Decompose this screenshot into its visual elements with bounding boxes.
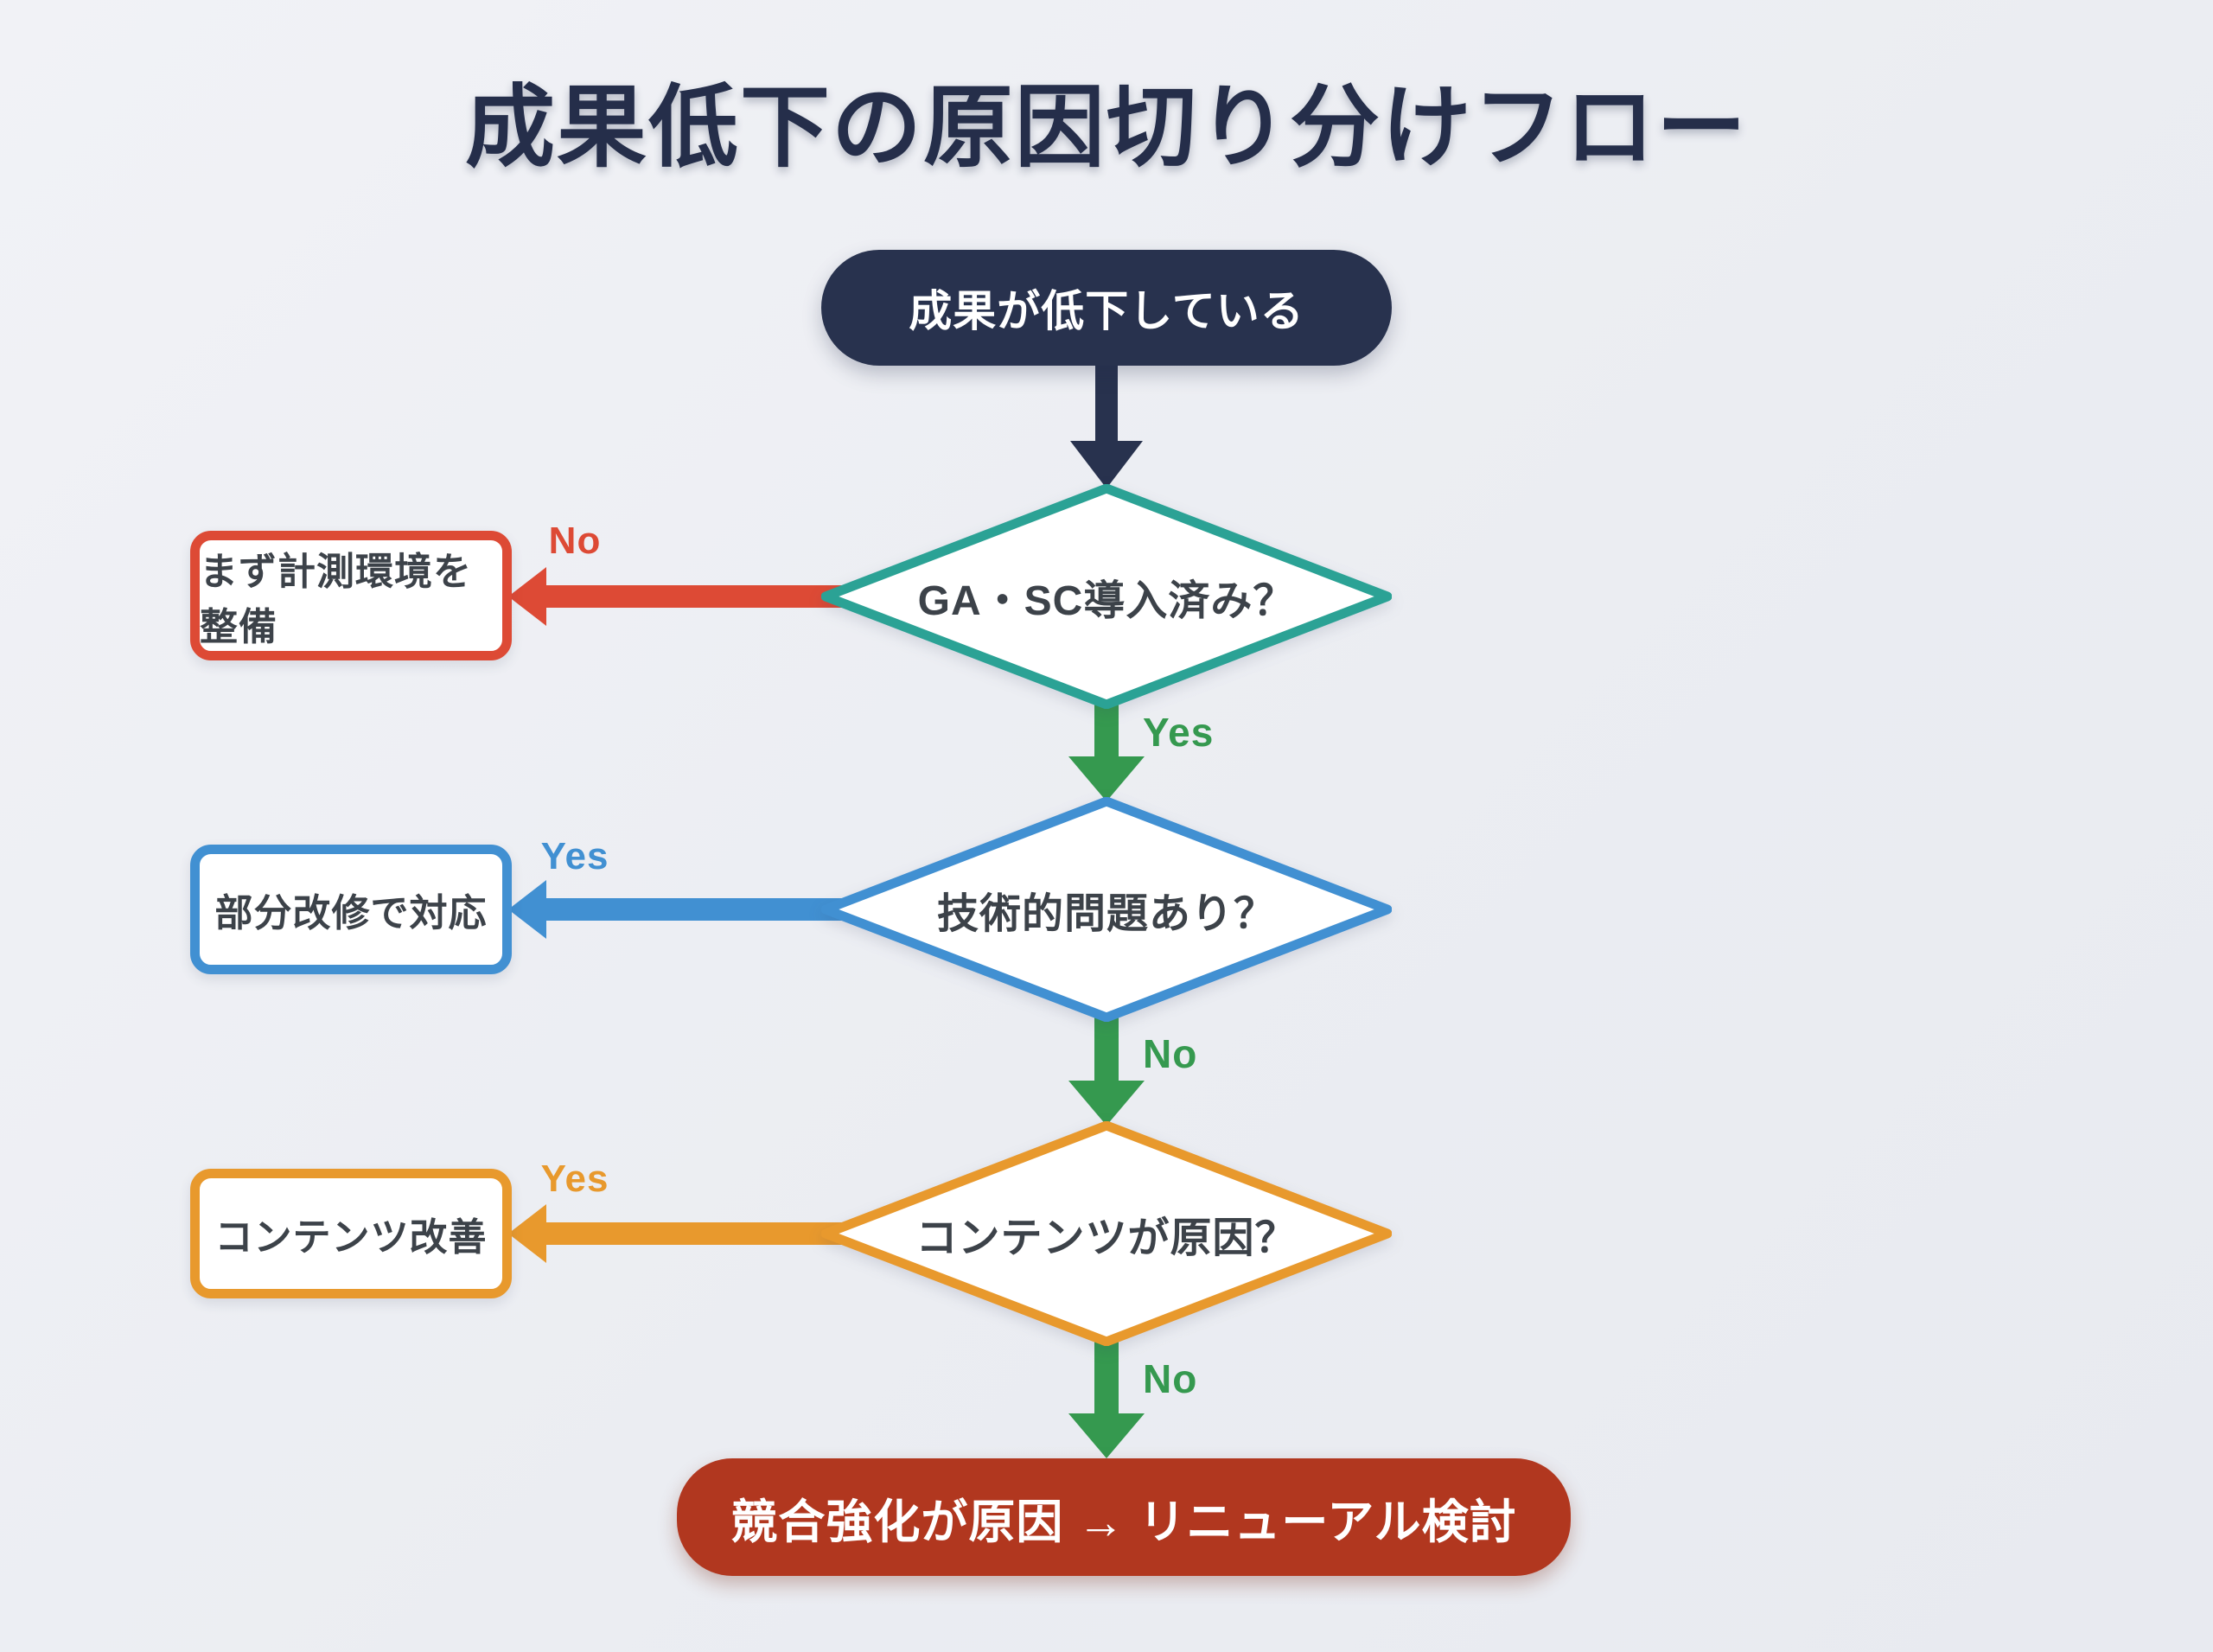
arrow-left-icon xyxy=(508,1204,845,1263)
action3-node: コンテンツ改善 xyxy=(190,1169,512,1298)
action2-node: 部分改修で対応 xyxy=(190,845,512,974)
decision3-diamond-shape xyxy=(821,1121,1392,1346)
decision3-no-label: No xyxy=(1143,1356,1198,1401)
action1-label: まず計測環境を整備 xyxy=(200,551,472,648)
decision2-yes-label: Yes xyxy=(540,835,609,877)
decision2-label: 技術的問題あり？ xyxy=(936,891,1276,937)
arrow-down-icon xyxy=(1070,366,1143,488)
decision3-label: コンテンツが原因？ xyxy=(915,1215,1298,1261)
decision3-node: コンテンツが原因？ xyxy=(821,1121,1392,1346)
action1-node: まず計測環境を整備 xyxy=(190,531,512,660)
decision2-diamond-shape xyxy=(821,797,1392,1022)
decision1-node: GA・SC導入済み？ xyxy=(821,484,1392,709)
start-node: 成果が低下している xyxy=(821,250,1392,366)
connector-decision2-to-action2 xyxy=(508,880,845,943)
connector-decision3-to-final xyxy=(1063,1342,1150,1463)
final-node: 競合強化が原因 → リニューアル検討 xyxy=(677,1458,1571,1576)
start-node-label: 成果が低下している xyxy=(909,287,1304,335)
decision1-diamond-shape xyxy=(821,484,1392,709)
page-title: 成果低下の原因切り分けフロー xyxy=(464,78,1748,178)
final-node-label: 競合強化が原因 → リニューアル検討 xyxy=(730,1496,1517,1548)
connector-decision3-to-action3 xyxy=(508,1204,845,1267)
arrow-down-icon xyxy=(1068,705,1145,801)
decision1-no-label: No xyxy=(548,520,602,562)
connector-decision2-to-decision3 xyxy=(1063,1017,1150,1130)
connector-decision1-to-action1 xyxy=(508,567,845,630)
arrow-left-icon xyxy=(508,567,845,626)
connector-start-to-decision1 xyxy=(1063,366,1150,493)
action3-label: コンテンツ改善 xyxy=(214,1216,488,1259)
connector-decision1-to-decision2 xyxy=(1063,705,1150,806)
decision2-no-label: No xyxy=(1143,1031,1198,1076)
decision3-yes-label: Yes xyxy=(540,1158,609,1200)
decision2-node: 技術的問題あり？ xyxy=(821,797,1392,1022)
arrow-left-icon xyxy=(508,880,845,939)
arrow-down-icon xyxy=(1068,1017,1145,1126)
decision1-label: GA・SC導入済み？ xyxy=(917,578,1296,624)
action2-label: 部分改修で対応 xyxy=(214,892,488,934)
decision1-yes-label: Yes xyxy=(1143,710,1215,755)
arrow-down-icon xyxy=(1068,1342,1145,1458)
